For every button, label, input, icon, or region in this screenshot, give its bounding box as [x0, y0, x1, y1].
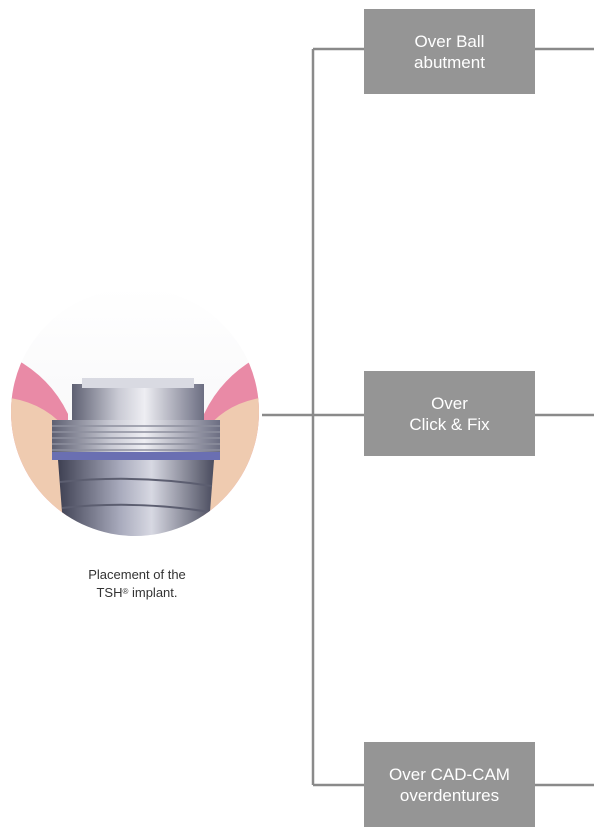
option-ball-line2: abutment [414, 52, 485, 72]
caption-line1: Placement of the [88, 567, 186, 582]
option-click-line2: Click & Fix [409, 414, 490, 434]
caption-rest: implant. [128, 585, 178, 600]
option-click-line1: Over [431, 393, 468, 413]
implant-body [58, 460, 214, 536]
implant-collar [52, 420, 220, 454]
option-cadcam-line2: overdentures [399, 785, 500, 805]
option-cad-cam: Over CAD-CAM overdentures [364, 742, 535, 827]
option-ball-abutment: Over Ball abutment [364, 9, 535, 94]
option-click-fix: Over Click & Fix [364, 371, 535, 456]
abutment-hex [72, 384, 204, 420]
caption-line2: TSH® implant. [48, 584, 226, 602]
implant-illustration [11, 288, 259, 536]
abutment-top [82, 378, 194, 388]
collar-band [52, 452, 220, 460]
caption-brand: TSH [96, 585, 123, 600]
figure-caption: Placement of the TSH® implant. [48, 566, 226, 602]
option-cadcam-line1: Over CAD-CAM [389, 764, 510, 784]
registered-mark: ® [122, 587, 129, 596]
option-ball-line1: Over Ball [414, 31, 485, 51]
